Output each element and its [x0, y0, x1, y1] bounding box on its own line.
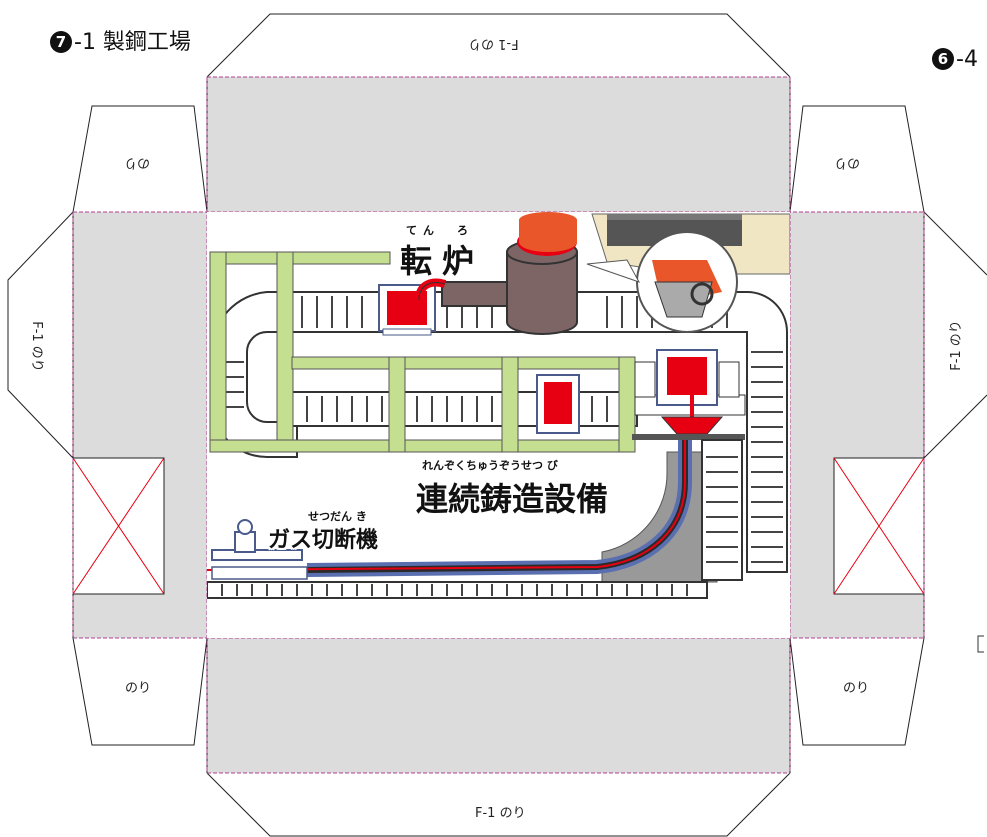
converter-vessel	[415, 212, 578, 335]
bottom-flap	[207, 638, 790, 773]
glue-label-tab-top-left: のり	[124, 155, 151, 170]
glue-label-tab-bottom-right: のり	[843, 681, 870, 696]
cutter-label: ガス切断機	[268, 528, 379, 553]
next-part-title: 6-4	[932, 47, 978, 72]
pouring-callout	[586, 213, 790, 333]
ladle-turret	[632, 349, 746, 440]
glue-label-tab-bottom-left: のり	[125, 681, 152, 696]
steel-plant-illustration	[207, 212, 790, 638]
glue-label-tab-top-right: のり	[834, 155, 861, 170]
top-flap	[207, 77, 790, 212]
caster-label: 連続鋳造設備	[416, 480, 609, 518]
glue-label-left: F-1 のり	[28, 321, 44, 372]
middle-ladle	[536, 374, 580, 434]
crane-frames	[209, 251, 636, 453]
page-title: 7-1 製鋼工場	[50, 24, 191, 56]
upper-ladle	[378, 284, 436, 336]
next-part-number-badge: 6	[932, 48, 954, 70]
glue-label-top: F-1 のり	[468, 36, 519, 51]
runout-conveyor	[207, 519, 708, 599]
cutter-ruby: せつだん き	[308, 510, 367, 523]
caster-ruby: れんぞくちゅうぞうせつ び	[422, 459, 558, 472]
caster-strand	[207, 439, 743, 583]
title-number-badge: 7	[50, 31, 72, 53]
converter-ruby: てん ろ	[406, 224, 474, 237]
glue-label-bottom: F-1 のり	[475, 806, 526, 821]
title-text: -1 製鋼工場	[74, 30, 191, 55]
converter-label: 転炉	[400, 242, 485, 280]
glue-label-right: F-1 のり	[948, 320, 964, 371]
next-part-text: -4	[956, 47, 978, 72]
